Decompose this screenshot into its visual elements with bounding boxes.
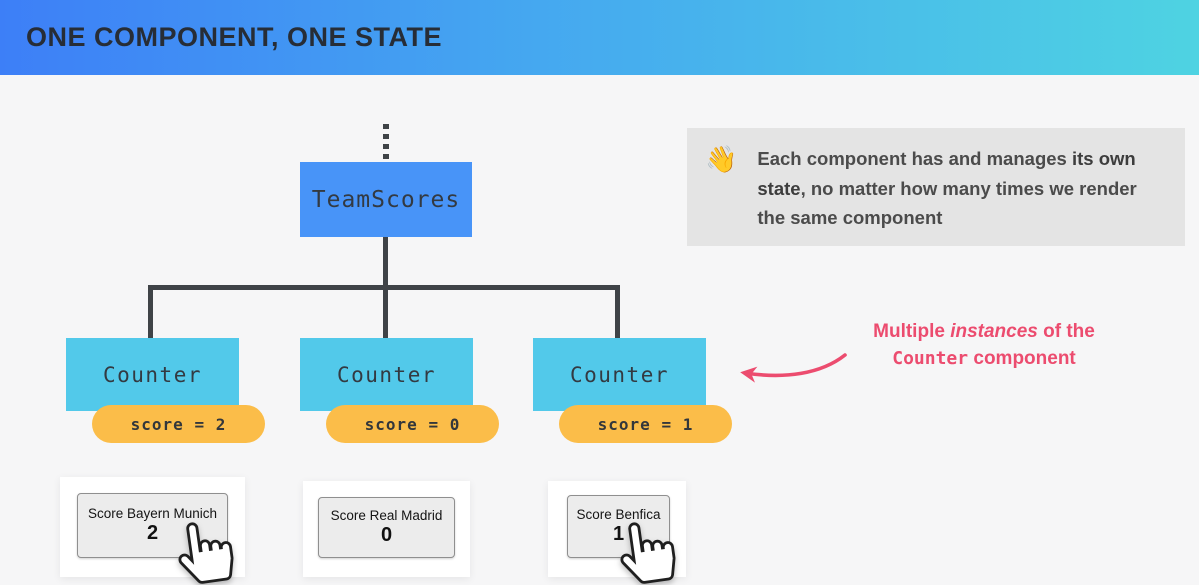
counter-node-3: Counter [533,338,706,411]
score-button-label: Score Bayern Munich [87,506,218,521]
state-badge-1: score = 2 [92,405,265,443]
tree-connector-horizontal [148,285,620,290]
pointer-hand-cursor-icon [178,522,234,584]
header-banner: ONE COMPONENT, ONE STATE [0,0,1199,75]
score-button-label: Score Real Madrid [330,508,443,523]
page-title: ONE COMPONENT, ONE STATE [26,22,442,53]
instances-annotation: Multiple instances of the Counter compon… [848,318,1120,372]
score-button-value: 1 [612,523,625,545]
annotation-suffix: of the [1037,321,1095,342]
callout-text-bold: its own state [757,148,1136,199]
tree-connector-right [615,285,620,338]
teamscores-label: TeamScores [311,186,461,213]
annotation-code: Counter [892,348,969,369]
state-badge-2: score = 0 [326,405,499,443]
counter-ui-card-benfica: Score Benfica 1 [548,481,686,577]
page-title-bold: STATE [355,22,443,52]
info-callout-text: Each component has and manages its own s… [757,144,1167,233]
score-button-value: 0 [380,524,393,546]
annotation-line-2: Counter component [848,345,1120,372]
counter-node-1: Counter [66,338,239,411]
pointer-hand-cursor-icon [620,522,676,584]
parent-ellipsis-connector [383,124,389,162]
counter-ui-card-realmadrid: Score Real Madrid 0 [303,481,470,577]
score-button-label: Score Benfica [576,507,661,522]
callout-text-part1: Each component has and manages [757,148,1072,169]
waving-hand-icon: 👋 [705,144,738,174]
counter-label: Counter [569,362,669,387]
teamscores-node: TeamScores [300,162,472,237]
score-button-value: 2 [146,522,159,544]
tree-connector-left [148,285,153,338]
callout-text-part2: , no matter how many times we render the… [757,177,1137,229]
counter-node-2: Counter [300,338,473,411]
counter-label: Counter [336,362,436,387]
counter-label: Counter [102,362,202,387]
state-badge-3: score = 1 [559,405,732,443]
annotation-prefix: Multiple [873,321,951,342]
info-callout: 👋 Each component has and manages its own… [687,128,1185,246]
annotation-curved-arrow-icon [740,353,847,383]
annotation-line-1: Multiple instances of the [848,318,1120,345]
score-button-realmadrid[interactable]: Score Real Madrid 0 [318,497,455,558]
page-title-regular: ONE COMPONENT, ONE [26,22,356,52]
annotation-line2-suffix: component [968,348,1076,369]
annotation-italic: instances [950,321,1038,342]
